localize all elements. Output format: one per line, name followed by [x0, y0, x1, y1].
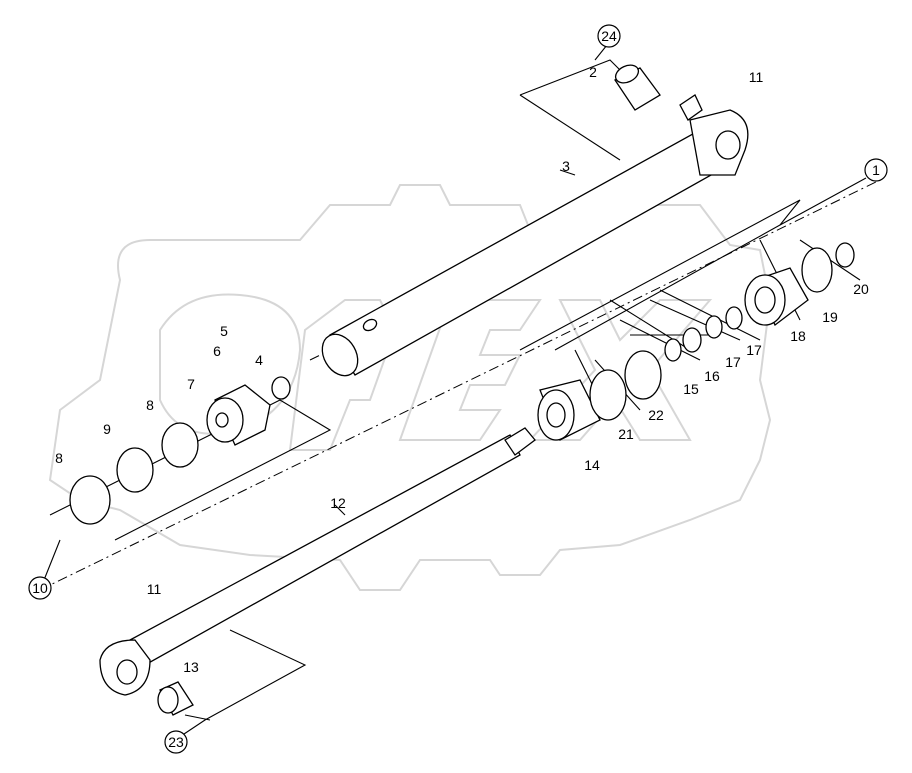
callout-number: 21: [618, 426, 634, 442]
callout-c16: 16: [704, 368, 720, 384]
callout-number: 23: [168, 734, 184, 750]
callout-number: 12: [330, 495, 346, 511]
callout-c4: 4: [255, 352, 263, 368]
callout-c8b: 8: [55, 450, 63, 466]
seal-ring-8b: [69, 475, 111, 525]
callout-number: 11: [147, 581, 162, 597]
callout-number: 7: [187, 376, 195, 392]
callout-circle: [28, 576, 52, 600]
callout-number: 16: [704, 368, 720, 384]
callout-c2: 2: [589, 64, 597, 80]
callout-c20: 20: [853, 281, 869, 297]
callout-number: 17: [725, 354, 741, 370]
callout-c15: 15: [683, 381, 699, 397]
seal-17b: [725, 306, 743, 330]
piston: [206, 384, 271, 446]
callout-c17b: 17: [746, 342, 762, 358]
callout-c18: 18: [790, 328, 806, 344]
callout-number: 9: [103, 421, 111, 437]
cylinder-barrel: [321, 94, 749, 377]
callout-number: 3: [562, 158, 570, 174]
callout-c5: 5: [220, 323, 228, 339]
center-axes: [39, 179, 881, 591]
callout-number: 15: [683, 381, 699, 397]
callout-number: 4: [255, 352, 263, 368]
wiper-20: [835, 242, 855, 268]
wear-ring-9: [116, 447, 154, 493]
callout-c17a: 17: [725, 354, 741, 370]
callout-number: 19: [822, 309, 838, 325]
callout-c21: 21: [618, 426, 634, 442]
callout-number: 8: [55, 450, 63, 466]
callout-labels: 1234567889101111121314151617171819202122…: [28, 24, 888, 754]
rod-guide-14: [537, 379, 601, 441]
callout-number: 24: [601, 28, 617, 44]
backup-ring-22: [624, 350, 662, 400]
callout-number: 5: [220, 323, 228, 339]
callout-number: 6: [213, 343, 221, 359]
callout-circle: [597, 24, 621, 48]
seal-16: [682, 327, 702, 353]
callout-c22: 22: [648, 407, 664, 423]
callout-c12: 12: [330, 495, 346, 511]
callout-number: 1: [872, 162, 880, 178]
callout-c8a: 8: [146, 397, 154, 413]
callout-circle: [164, 730, 188, 754]
callout-number: 22: [648, 407, 664, 423]
seal-17a: [705, 315, 723, 339]
callout-number: 10: [32, 580, 48, 596]
callout-c3: 3: [562, 158, 570, 174]
o-ring-21: [589, 369, 627, 421]
callout-c19: 19: [822, 309, 838, 325]
callout-number: 20: [853, 281, 869, 297]
callout-c14: 14: [584, 457, 600, 473]
callout-circle: [864, 158, 888, 182]
watermark-logo: [48, 184, 772, 591]
callout-number: 11: [749, 69, 764, 85]
seal-ring-8a: [161, 422, 199, 468]
callout-number: 14: [584, 457, 600, 473]
callout-c11a: 11: [749, 69, 764, 85]
seal-15: [664, 338, 682, 362]
callout-c11b: 11: [147, 581, 162, 597]
callout-number: 2: [589, 64, 597, 80]
callout-c10: 10: [28, 576, 52, 600]
callout-c9: 9: [103, 421, 111, 437]
callout-number: 8: [146, 397, 154, 413]
callout-c13: 13: [183, 659, 199, 675]
callout-number: 18: [790, 328, 806, 344]
callout-c23: 23: [164, 730, 188, 754]
callout-number: 13: [183, 659, 199, 675]
bushing-bottom: [157, 681, 194, 716]
bushing-top: [614, 64, 661, 111]
callout-number: 17: [746, 342, 762, 358]
callout-c1: 1: [864, 158, 888, 182]
piston-rod: [99, 427, 536, 696]
callout-c24: 24: [597, 24, 621, 48]
o-ring-4: [271, 376, 291, 400]
callout-c6: 6: [213, 343, 221, 359]
o-ring-19: [801, 247, 833, 293]
gland-18: [744, 267, 809, 327]
callout-c7: 7: [187, 376, 195, 392]
